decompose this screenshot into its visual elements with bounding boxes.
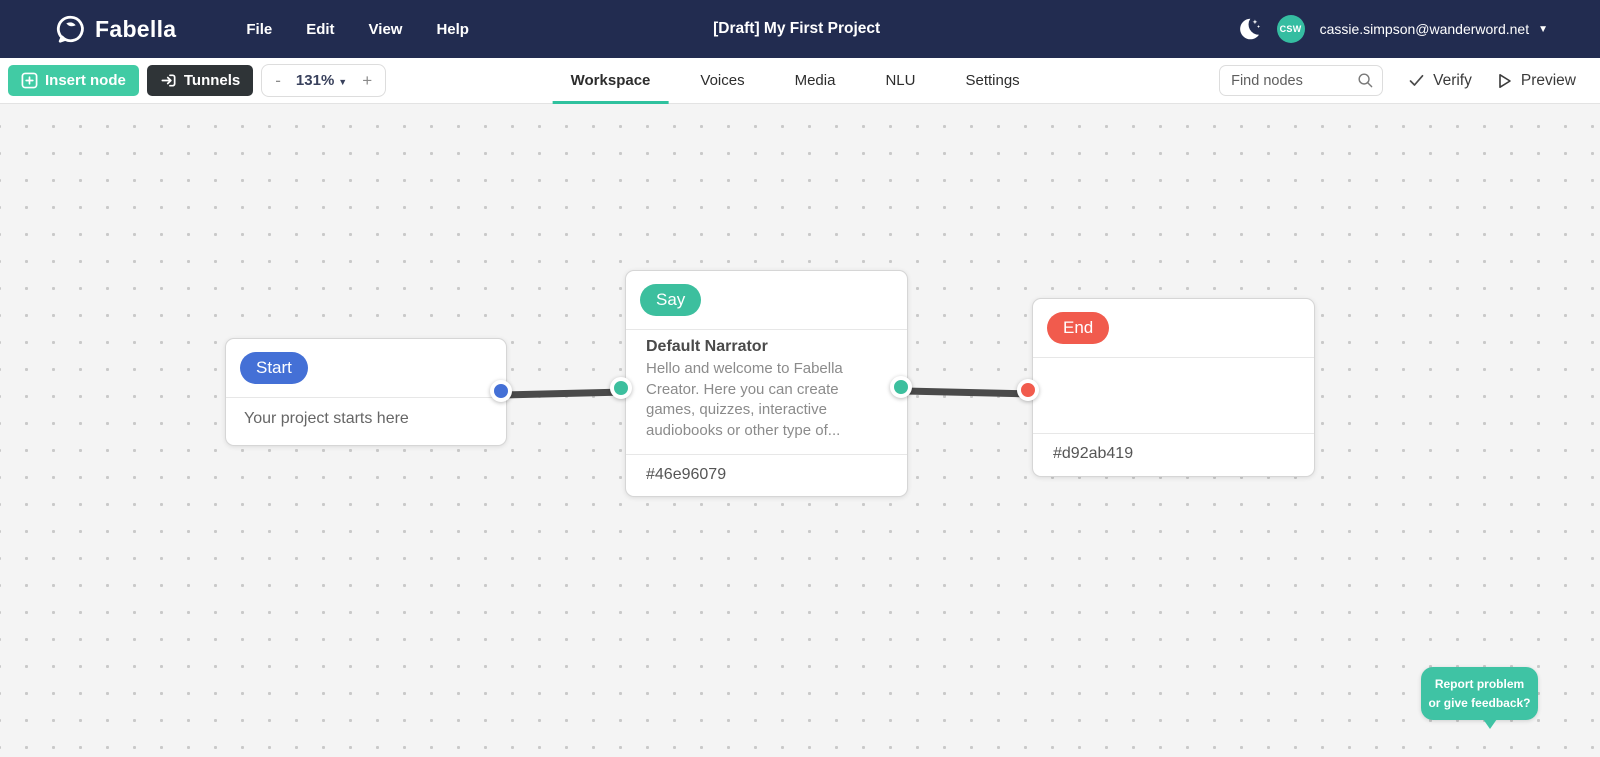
tunnels-label: Tunnels: [183, 72, 241, 89]
node-end[interactable]: End #d92ab419: [1032, 298, 1315, 477]
plus-square-icon: [21, 72, 38, 89]
zoom-out-button[interactable]: -: [275, 70, 281, 90]
zoom-in-button[interactable]: +: [362, 70, 373, 90]
say-text: Hello and welcome to Fabella Creator. He…: [646, 360, 843, 440]
menu-help[interactable]: Help: [436, 20, 469, 38]
find-nodes-search: [1219, 65, 1384, 96]
say-node-body: Default Narrator Hello and welcome to Fa…: [626, 329, 907, 454]
zoom-control: - 131%▼ +: [261, 64, 387, 97]
say-node-header: Say: [626, 271, 907, 329]
toolbar-left: Insert node Tunnels - 131%▼ +: [8, 64, 387, 97]
play-icon: [1498, 73, 1512, 89]
verify-button[interactable]: Verify: [1409, 72, 1472, 90]
menu-edit[interactable]: Edit: [306, 20, 335, 38]
toolbar-right: Verify Preview: [1219, 65, 1576, 96]
start-output-port[interactable]: [490, 380, 512, 402]
say-node-id: #46e96079: [626, 453, 907, 497]
top-navbar: Fabella File Edit View Help [Draft] My F…: [0, 0, 1600, 58]
insert-node-button[interactable]: Insert node: [8, 65, 139, 96]
dark-mode-moon-icon[interactable]: [1236, 16, 1262, 42]
say-output-port[interactable]: [890, 376, 912, 398]
start-node-header: Start: [226, 339, 506, 397]
toolbar: Insert node Tunnels - 131%▼ + Workspace …: [0, 58, 1600, 104]
edge-start-to-say[interactable]: [501, 388, 629, 399]
zoom-level-dropdown[interactable]: 131%▼: [296, 72, 347, 89]
find-nodes-input[interactable]: [1219, 65, 1384, 96]
tunnel-enter-icon: [160, 72, 177, 89]
say-badge: Say: [640, 284, 702, 316]
fabella-logo-icon: [56, 14, 86, 44]
user-avatar[interactable]: CSW: [1276, 15, 1305, 43]
end-node-body: [1033, 357, 1314, 433]
search-icon: [1357, 72, 1374, 89]
project-title: [Draft] My First Project: [713, 20, 881, 37]
tab-bar: Workspace Voices Media NLU Settings: [552, 58, 1038, 104]
node-start[interactable]: Start Your project starts here: [225, 338, 507, 446]
tab-voices[interactable]: Voices: [700, 72, 745, 89]
verify-label: Verify: [1433, 71, 1472, 89]
end-node-header: End: [1033, 299, 1314, 357]
navbar-right: CSW cassie.simpson@wanderword.net ▼: [1236, 15, 1548, 43]
end-input-port[interactable]: [1017, 379, 1039, 401]
zoom-caret-icon: ▼: [338, 77, 348, 87]
preview-label: Preview: [1520, 71, 1576, 89]
start-badge: Start: [240, 352, 308, 384]
zoom-level-value: 131%: [295, 72, 335, 89]
insert-node-label: Insert node: [45, 72, 126, 89]
say-speaker: Default Narrator: [646, 338, 768, 355]
workspace-canvas[interactable]: Start Your project starts here Say Defau…: [0, 104, 1600, 757]
preview-button[interactable]: Preview: [1498, 72, 1576, 90]
end-node-id: #d92ab419: [1033, 433, 1314, 476]
menu-bar: File Edit View Help: [242, 15, 473, 44]
tab-nlu[interactable]: NLU: [885, 72, 916, 89]
brand-logo[interactable]: Fabella: [56, 14, 176, 44]
check-icon: [1409, 74, 1424, 87]
brand-name: Fabella: [95, 15, 177, 42]
feedback-bubble[interactable]: Report problem or give feedback?: [1421, 667, 1538, 730]
user-menu-caret-icon[interactable]: ▼: [1538, 23, 1548, 35]
node-say[interactable]: Say Default Narrator Hello and welcome t…: [625, 270, 908, 497]
edge-say-to-end[interactable]: [901, 387, 1036, 398]
say-input-port[interactable]: [610, 377, 632, 399]
menu-file[interactable]: File: [246, 20, 273, 38]
user-email[interactable]: cassie.simpson@wanderword.net: [1319, 21, 1530, 37]
tab-workspace[interactable]: Workspace: [552, 58, 669, 104]
end-badge: End: [1047, 312, 1110, 344]
connection-edges: [501, 387, 1036, 399]
start-node-body: Your project starts here: [226, 397, 506, 440]
tab-media[interactable]: Media: [794, 72, 836, 89]
tunnels-button[interactable]: Tunnels: [146, 65, 254, 96]
tab-settings[interactable]: Settings: [965, 72, 1020, 89]
menu-view[interactable]: View: [368, 20, 403, 38]
